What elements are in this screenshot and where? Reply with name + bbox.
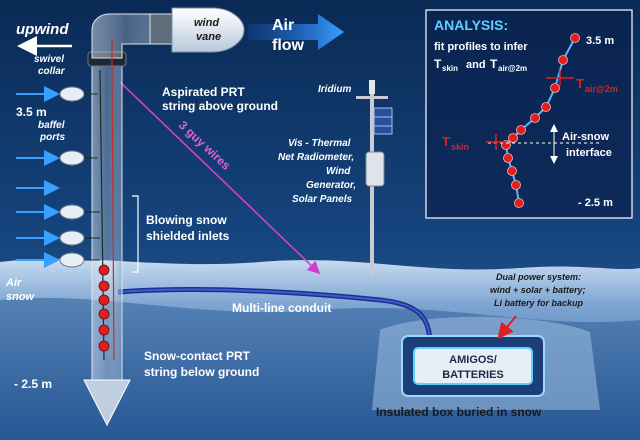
label-upwind: upwind xyxy=(16,21,69,38)
tube-elbow xyxy=(91,13,161,59)
analysis-point-1 xyxy=(558,55,568,65)
analysis-title: ANALYSIS: xyxy=(434,17,508,33)
label-height-top: 3.5 m xyxy=(16,105,47,119)
label-aspirated-2: string above ground xyxy=(162,99,278,113)
analysis-point-8 xyxy=(503,153,513,163)
label-blowing-2: shielded inlets xyxy=(146,229,230,243)
label-insulated: Insulated box buried in snow xyxy=(376,405,542,419)
analysis-point-11 xyxy=(514,198,524,208)
label-vis-1: Vis - Thermal xyxy=(288,138,351,149)
label-baffel: baffel xyxy=(38,120,65,131)
analysis-tair-red-sub: air@2m xyxy=(585,84,618,94)
fan-housing xyxy=(149,13,173,45)
iridium-antenna xyxy=(369,80,375,94)
inflow-arrows xyxy=(16,86,60,268)
label-dual-1: Dual power system: xyxy=(496,272,581,282)
analysis-panel xyxy=(425,9,633,219)
analysis-point-4 xyxy=(530,113,540,123)
label-multi-line: Multi-line conduit xyxy=(232,301,331,315)
analysis-t-skin-main: T xyxy=(434,57,442,71)
label-air-snow-2: snow xyxy=(6,291,36,303)
analysis-bottom-label: - 2.5 m xyxy=(578,197,613,209)
label-dual-3: Li battery for backup xyxy=(494,298,584,308)
label-vis-5: Solar Panels xyxy=(292,194,352,205)
interface-arrow-up xyxy=(550,124,558,132)
generator-arm xyxy=(356,96,388,99)
analysis-top-label: 3.5 m xyxy=(586,35,614,47)
label-collar: collar xyxy=(38,66,66,77)
solar-panel xyxy=(373,107,393,135)
analysis-point-5 xyxy=(516,125,526,135)
radiometer-box xyxy=(365,151,385,187)
guy-wire-arrow xyxy=(119,81,321,275)
analysis-tskin-red-sub: skin xyxy=(451,142,469,152)
analysis-profile-points xyxy=(501,33,580,208)
analysis-tskin-red-main: T xyxy=(442,134,450,149)
label-swivel: swivel xyxy=(34,54,64,65)
analysis-point-6 xyxy=(508,133,518,143)
label-depth-bottom: - 2.5 m xyxy=(14,377,52,391)
analysis-point-3 xyxy=(541,102,551,112)
label-air-snow-1: Air xyxy=(5,277,22,289)
prt-wire-red xyxy=(111,40,115,361)
port-5 xyxy=(59,252,85,268)
label-dual-2: wind + solar + battery; xyxy=(490,285,586,295)
label-vane: vane xyxy=(196,31,221,43)
port-1 xyxy=(59,86,85,102)
amigos-box-inner xyxy=(413,347,533,385)
analysis-and: and xyxy=(466,59,486,71)
baffel-ports xyxy=(59,86,85,268)
label-flow: flow xyxy=(272,37,305,54)
tube-spike xyxy=(83,379,131,427)
analysis-interface-2: interface xyxy=(566,147,612,159)
analysis-point-0 xyxy=(570,33,580,43)
analysis-t-skin-sub: skin xyxy=(442,64,458,73)
wind-vane-shape xyxy=(171,7,245,53)
label-vis-2: Net Radiometer, xyxy=(278,152,354,163)
analysis-t-air-sub: air@2m xyxy=(498,64,527,73)
port-leads xyxy=(84,93,100,261)
blowing-snow-bracket xyxy=(132,195,139,273)
analysis-point-2 xyxy=(550,83,560,93)
snow-prt-beads xyxy=(98,264,110,352)
label-air: Air xyxy=(272,17,294,34)
label-iridium: Iridium xyxy=(318,84,351,95)
label-snow-contact-2: string below ground xyxy=(144,365,259,379)
label-aspirated-1: Aspirated PRT xyxy=(162,85,245,99)
label-vis-3: Wind xyxy=(326,166,351,177)
label-blowing-1: Blowing snow xyxy=(146,213,227,227)
label-wind: wind xyxy=(194,17,219,29)
multi-line-conduit-inner xyxy=(117,288,431,341)
port-4 xyxy=(59,230,85,246)
label-ports: ports xyxy=(39,132,65,143)
label-snow-contact-1: Snow-contact PRT xyxy=(144,349,251,363)
analysis-text-1: fit profiles to infer xyxy=(434,41,528,53)
analysis-t-air-main: T xyxy=(490,57,498,71)
label-amigos-2: BATTERIES xyxy=(442,369,504,381)
port-2 xyxy=(59,150,85,166)
analysis-point-9 xyxy=(507,166,517,176)
air-flow-arrow xyxy=(248,14,344,50)
analysis-interface-1: Air-snow xyxy=(562,131,610,143)
label-vis-4: Generator, xyxy=(306,180,356,191)
analysis-point-10 xyxy=(511,180,521,190)
label-amigos-1: AMIGOS/ xyxy=(449,354,497,366)
port-3 xyxy=(59,204,85,220)
analysis-tair-red-main: T xyxy=(576,76,584,91)
interface-arrow-down xyxy=(550,156,558,164)
dual-power-pointer xyxy=(497,315,517,340)
